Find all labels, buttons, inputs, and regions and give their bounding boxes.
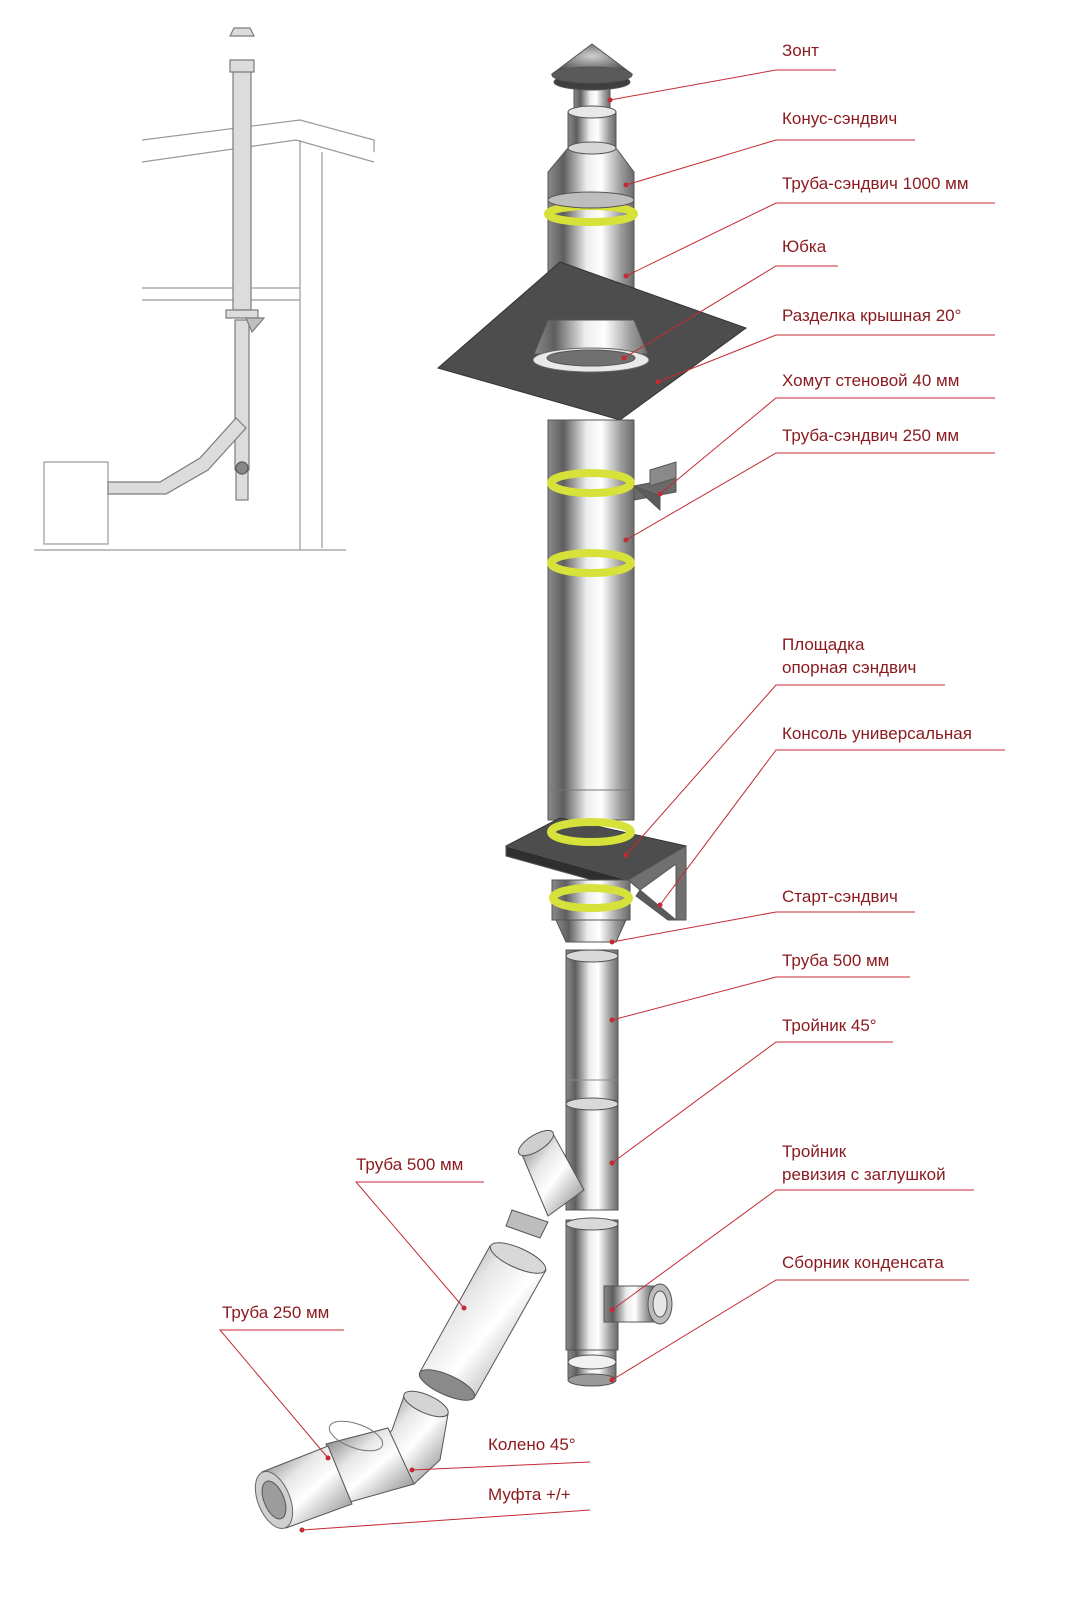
leader-tee-45	[611, 1041, 893, 1164]
label-pipe-250-sandwich: Труба-сэндвич 250 мм	[782, 426, 959, 445]
label-tee-revision-line1: Тройник	[782, 1142, 847, 1161]
sketch-elbow	[107, 417, 247, 495]
leader-roof-passage	[657, 334, 995, 383]
pipe-500-diagonal-part	[418, 1242, 547, 1401]
pipe-250-sandwich-part	[547, 419, 635, 821]
label-start: Старт-сэндвич	[782, 887, 898, 906]
sketch-pipe	[232, 69, 252, 311]
tee-45-part	[505, 1097, 619, 1239]
leader-pipe-250-left	[218, 1329, 344, 1459]
leader-cone	[625, 139, 915, 186]
label-roof-passage: Разделка крышная 20°	[782, 306, 961, 325]
installation-sketch	[34, 27, 375, 551]
start-sandwich-part	[549, 879, 633, 943]
label-pipe-250-left: Труба 250 мм	[222, 1303, 329, 1322]
sketch-boiler	[43, 461, 109, 545]
sketch-roof-line-2	[141, 139, 375, 163]
leader-dots	[299, 97, 663, 1533]
label-coupling: Муфта +/+	[488, 1485, 571, 1504]
sketch-ceiling-line	[142, 287, 300, 301]
labels: Зонт Конус-сэндвич Труба-сэндвич 1000 мм…	[222, 41, 972, 1504]
sketch-wall-line	[299, 140, 323, 550]
label-platform-line2: опорная сэндвич	[782, 658, 916, 677]
cone-part	[547, 105, 635, 201]
leader-pipe-500-left	[354, 1181, 484, 1309]
leader-start	[611, 911, 915, 943]
label-tee-45: Тройник 45°	[782, 1016, 877, 1035]
label-tee-revision-line2: ревизия с заглушкой	[782, 1165, 946, 1184]
pipe-500-vertical-part	[565, 949, 619, 1101]
label-console: Консоль универсальная	[782, 724, 972, 743]
tee-revision-part	[565, 1217, 673, 1351]
leader-platform	[625, 684, 945, 856]
label-platform-line1: Площадка	[782, 635, 865, 654]
leader-wall-clamp	[659, 397, 995, 495]
wall-clamp-part	[633, 461, 677, 512]
leader-tee-revision	[611, 1189, 974, 1311]
leader-coupling	[301, 1509, 591, 1531]
sketch-roof-line	[141, 119, 375, 152]
label-pipe-1000: Труба-сэндвич 1000 мм	[782, 174, 969, 193]
leader-pipe-1000	[625, 202, 995, 277]
label-condensate: Сборник конденсата	[782, 1253, 944, 1272]
leader-console	[659, 749, 1005, 906]
label-pipe-500-right: Труба 500 мм	[782, 951, 889, 970]
label-wall-clamp: Хомут стеновой 40 мм	[782, 371, 959, 390]
label-pipe-500-left: Труба 500 мм	[356, 1155, 463, 1174]
skirt-part	[533, 319, 649, 355]
platform-part	[504, 817, 688, 921]
leader-elbow-45	[411, 1461, 591, 1471]
leader-pipe-250-sandwich	[625, 452, 995, 541]
label-elbow-45: Колено 45°	[488, 1435, 576, 1454]
leader-umbrella	[609, 69, 836, 101]
label-skirt: Юбка	[782, 237, 827, 256]
roof-plate-part	[436, 261, 748, 421]
leader-condensate	[611, 1279, 969, 1381]
leader-skirt	[623, 265, 838, 359]
label-cone: Конус-сэндвич	[782, 109, 897, 128]
condensate-part	[567, 1349, 617, 1387]
main-chimney	[254, 43, 748, 1529]
leader-pipe-500-right	[611, 976, 910, 1021]
coupling-part	[254, 1445, 353, 1529]
label-umbrella: Зонт	[782, 41, 819, 60]
leader-lines	[218, 69, 1005, 1531]
